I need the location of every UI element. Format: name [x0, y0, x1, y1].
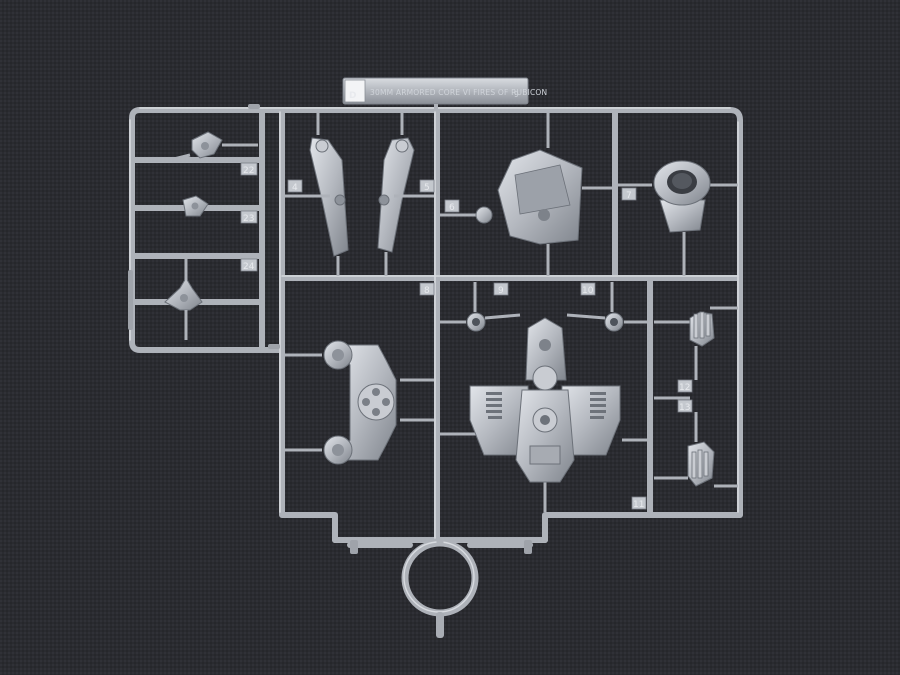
part-9: 9 — [440, 282, 521, 332]
sprue-ring — [401, 539, 479, 638]
sprue-tag-mark: 9 — [514, 90, 519, 99]
part-number-5: 5 — [424, 183, 430, 193]
part-11: 11 — [440, 317, 648, 512]
part-number-tags-left: 22 23 24 — [240, 162, 258, 272]
sprue-name-tag: D 30MM ARMORED CORE VI FIRES OF RUBICON … — [342, 77, 547, 110]
part-4: 4 — [284, 112, 349, 276]
part-6: 6 — [440, 112, 612, 276]
part-10: 10 — [566, 282, 648, 332]
part-23 — [182, 195, 258, 217]
part-number-8: 8 — [424, 286, 430, 296]
part-number-9: 9 — [498, 286, 504, 296]
part-12: 12 — [654, 306, 738, 393]
part-5: 5 — [377, 112, 435, 276]
part-number-11: 11 — [633, 500, 644, 510]
part-number-24: 24 — [243, 262, 255, 272]
part-22 — [169, 131, 258, 162]
part-number-4: 4 — [292, 183, 298, 193]
part-7: 7 — [618, 160, 738, 276]
part-number-22: 22 — [243, 166, 254, 176]
part-number-12: 12 — [679, 383, 690, 393]
part-number-7: 7 — [626, 191, 632, 201]
part-number-10: 10 — [582, 286, 594, 296]
part-13: 13 — [654, 396, 738, 488]
part-number-13: 13 — [679, 403, 690, 413]
gate-nubs — [128, 104, 532, 554]
part-24 — [164, 256, 203, 340]
part-number-6: 6 — [449, 203, 455, 213]
part-8: 8 — [284, 282, 435, 465]
sprue-tag-text: 30MM ARMORED CORE VI FIRES OF RUBICON — [370, 88, 547, 97]
part-number-23: 23 — [243, 214, 254, 224]
runner-highlights — [129, 107, 739, 539]
sprue-letter: D — [349, 91, 356, 101]
